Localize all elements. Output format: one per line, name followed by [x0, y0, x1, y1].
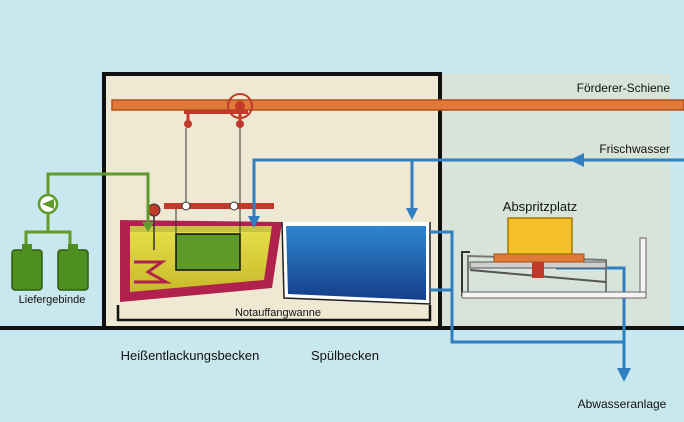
hot-strip-tank [120, 203, 282, 302]
supply-containers-label: Liefergebinde [19, 294, 86, 306]
emergency-tray [116, 305, 432, 322]
hot-strip-tank-label: Heißentlackungsbecken [121, 348, 260, 363]
trolley-hub [235, 101, 245, 111]
rinse-tank [281, 221, 431, 305]
spray-room [440, 74, 670, 328]
pump-arrow-icon [42, 199, 54, 209]
spray-station [461, 217, 647, 299]
emergency-tray-label: Notauffangwanne [235, 307, 321, 319]
fresh-water-label: Frischwasser [599, 142, 670, 156]
chem-feed-arrow [142, 222, 154, 232]
rinse-tank-label: Spülbecken [311, 348, 379, 363]
wastewater-label: Abwasseranlage [578, 397, 667, 411]
conveyor-rail [111, 99, 684, 111]
building-wall [102, 72, 442, 328]
flow-arrows [248, 153, 631, 382]
spray-station-label: Abspritzplatz [503, 199, 577, 214]
supply-containers [11, 244, 89, 291]
hoist [164, 110, 274, 211]
rail-label: Förderer-Schiene [577, 81, 671, 95]
